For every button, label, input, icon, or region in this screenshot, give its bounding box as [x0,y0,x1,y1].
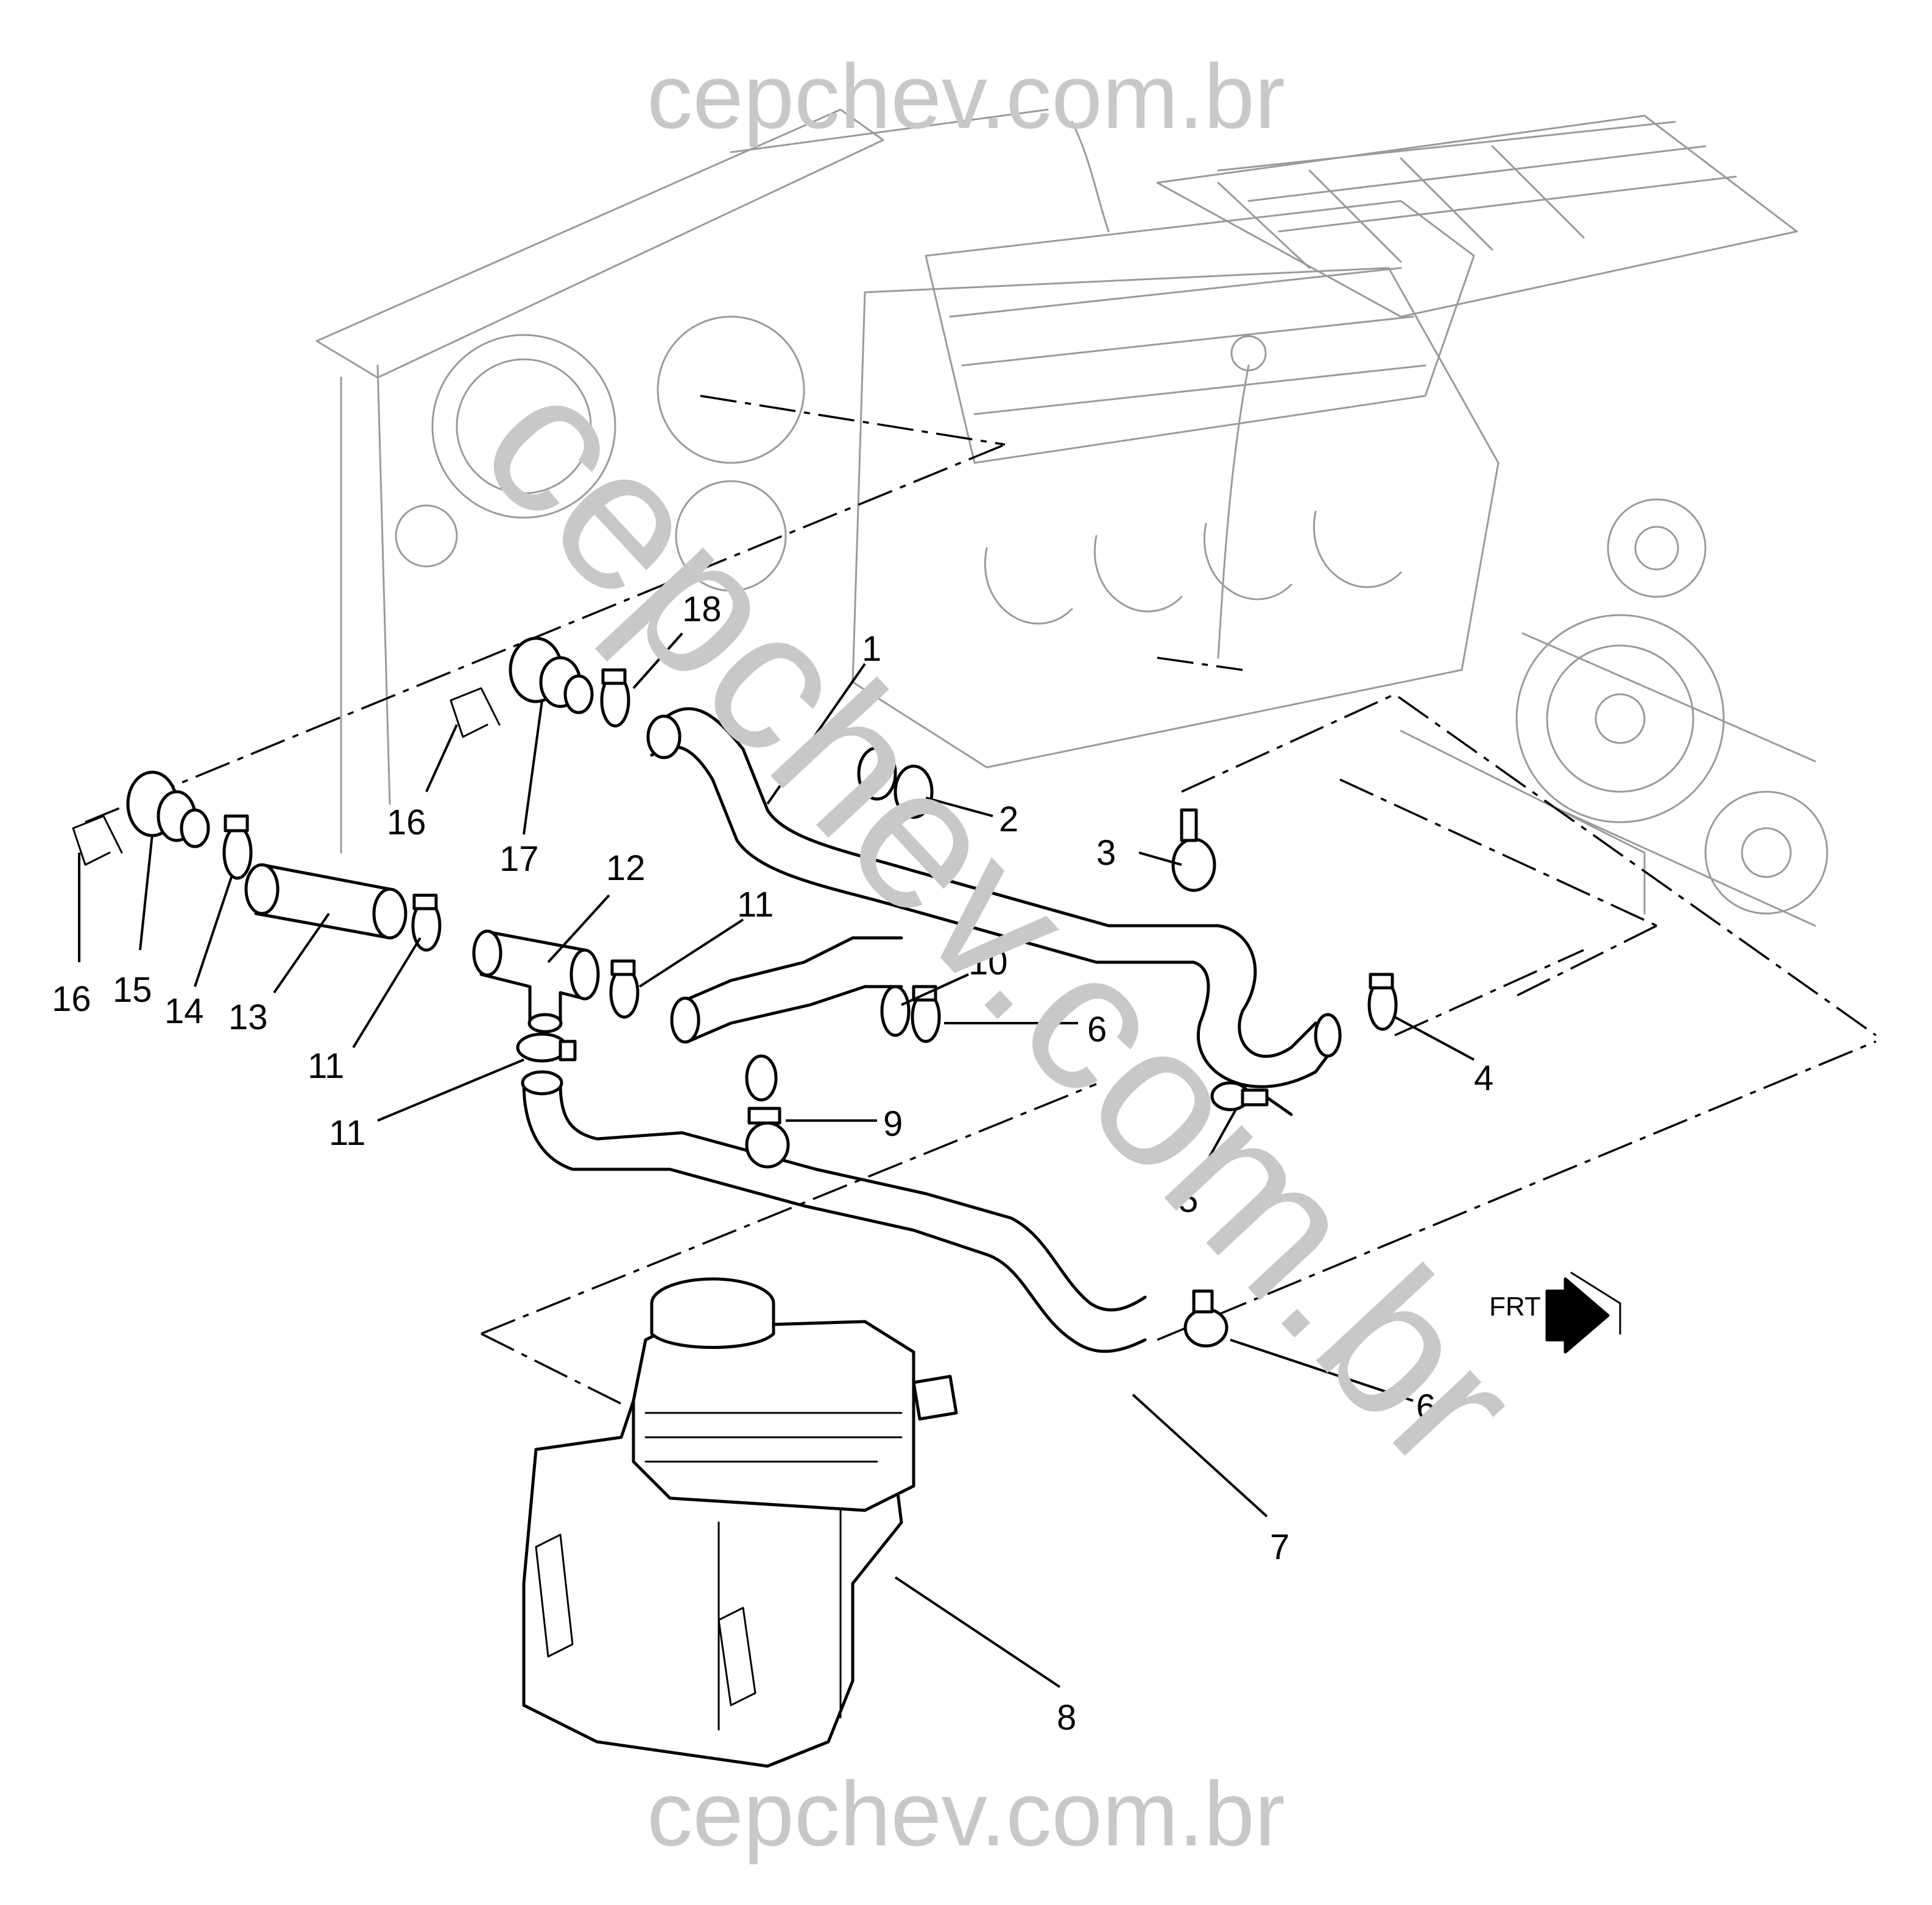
callout-9: 9 [883,1104,903,1144]
callout-2: 2 [999,800,1018,839]
watermark-bottom: cepchev.com.br [647,1762,1285,1865]
callout-11-left: 11 [308,1046,344,1086]
callout-3: 3 [1096,833,1116,873]
callout-leader-lines [78,632,1475,1688]
frt-label: FRT [1489,1292,1541,1322]
hose-retainer-clip [857,746,934,819]
engine-background-drawing [316,108,1828,927]
hose-bracket-bolt [1210,1081,1293,1116]
callout-7: 7 [1270,1527,1289,1567]
callout-4: 4 [1474,1058,1493,1098]
callout-14: 14 [164,991,204,1031]
watermark-top: cepchev.com.br [647,45,1285,147]
assembly-centerlines [85,395,1877,1408]
watermark-diagonal: cepchev.com.br [439,331,1562,1512]
callout-1: 1 [862,629,881,669]
callout-16-upper: 16 [387,803,426,842]
heater-pipe [244,863,407,940]
lower-surge-tank-hose [521,1070,1147,1353]
callout-5: 5 [1179,1180,1198,1220]
tee-fitting [472,929,600,1033]
callout-8: 8 [1057,1698,1076,1738]
callout-15: 15 [113,970,152,1010]
hose-clip [745,1054,790,1169]
retainer-clips [72,687,501,866]
callout-13: 13 [228,998,268,1037]
callout-6-lower: 6 [1416,1387,1436,1427]
callout-11-lower: 11 [329,1113,365,1153]
callout-17: 17 [499,839,539,879]
callout-10: 10 [968,943,1008,982]
hose-clamps [222,668,1398,1348]
heater-inlet-hose [670,936,911,1044]
callout-labels: 1 2 3 4 5 6 6 7 8 9 10 11 11 11 12 13 14… [52,590,1493,1738]
quick-connectors [126,636,594,848]
coolant-surge-tank [522,1277,958,1768]
callout-12: 12 [606,848,646,888]
callout-6-upper: 6 [1087,1010,1107,1049]
callout-11-right: 11 [737,885,774,924]
front-direction-indicator: FRT [1489,1272,1621,1354]
heater-outlet-hose [646,707,1342,1088]
callout-18: 18 [682,590,722,629]
callout-16-left: 16 [52,979,91,1019]
